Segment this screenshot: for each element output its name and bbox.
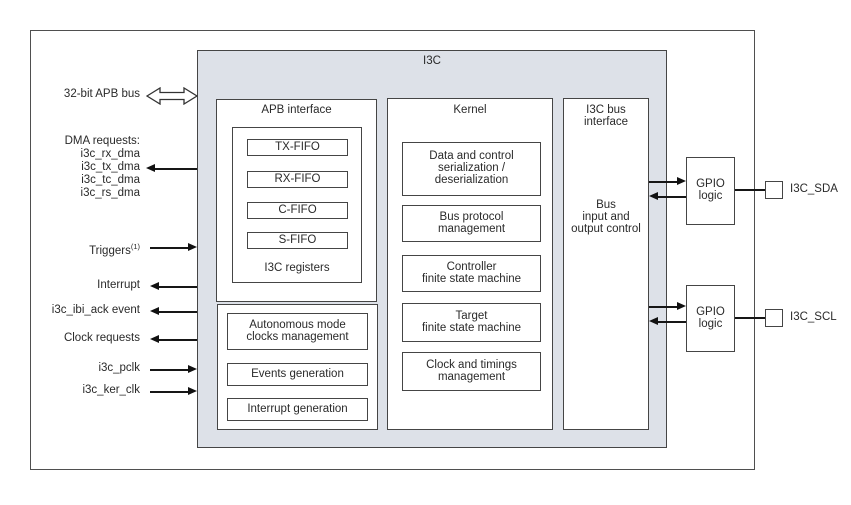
triggers-footnote: (1) bbox=[130, 242, 140, 251]
serialization-line2: serialization / bbox=[437, 162, 506, 175]
triggers-arrowhead-icon bbox=[188, 243, 197, 252]
pclk-label: i3c_pclk bbox=[98, 362, 140, 374]
c-fifo-box: C-FIFO bbox=[247, 202, 348, 219]
gpio-scl-pad-line bbox=[735, 317, 765, 319]
dma-item-rx: i3c_rx_dma bbox=[80, 148, 140, 160]
gpio-scl-line1: GPIO bbox=[696, 305, 725, 318]
ibi-ack-arrowhead-icon bbox=[150, 307, 159, 316]
clock-requests-arrowhead-icon bbox=[150, 335, 159, 344]
bus-interface-box bbox=[563, 98, 649, 430]
dma-item-tc: i3c_tc_dma bbox=[81, 174, 140, 186]
sda-pad-label: I3C_SDA bbox=[790, 183, 838, 195]
dma-requests-header: DMA requests: bbox=[64, 135, 140, 147]
interrupt-generation-box: Interrupt generation bbox=[227, 398, 368, 421]
ibi-ack-label: i3c_ibi_ack event bbox=[51, 304, 140, 316]
gpio-sda-line1: GPIO bbox=[696, 178, 725, 191]
sda-out-arrow-line bbox=[649, 181, 677, 183]
scl-out-arrow-line bbox=[649, 306, 677, 308]
dma-item-tx: i3c_tx_dma bbox=[81, 161, 140, 173]
sda-pad bbox=[765, 181, 783, 199]
apb-bus-label: 32-bit APB bus bbox=[63, 88, 140, 100]
interrupt-arrowhead-icon bbox=[150, 282, 159, 291]
interrupt-arrow-line bbox=[158, 286, 197, 288]
events-generation-box: Events generation bbox=[227, 363, 368, 386]
triggers-arrow-line bbox=[150, 246, 188, 250]
autonomous-clocks-line2: clocks management bbox=[246, 330, 349, 343]
bus-interface-body-line3: output control bbox=[571, 222, 641, 235]
ibi-ack-arrow-line bbox=[158, 311, 197, 313]
scl-pad-label: I3C_SCL bbox=[790, 311, 837, 323]
autonomous-clocks-line1: Autonomous mode bbox=[249, 318, 346, 331]
pclk-arrow-line bbox=[150, 369, 188, 371]
clock-timings-box: Clock and timings management bbox=[402, 352, 541, 391]
gpio-logic-sda-box: GPIO logic bbox=[686, 157, 735, 225]
target-fsm-line1: Target bbox=[455, 309, 488, 322]
bus-interface-title-line1: I3C bus bbox=[586, 104, 626, 116]
bus-protocol-box: Bus protocol management bbox=[402, 205, 541, 242]
triggers-label: Triggers(1) bbox=[30, 241, 140, 258]
c-fifo-label: C-FIFO bbox=[278, 203, 317, 216]
controller-fsm-box: Controller finite state machine bbox=[402, 255, 541, 292]
kerclk-label: i3c_ker_clk bbox=[82, 384, 140, 396]
serialization-line3: deserialization bbox=[434, 173, 509, 186]
bus-protocol-line1: Bus protocol bbox=[439, 210, 504, 223]
scl-out-arrowhead-icon bbox=[677, 302, 686, 311]
s-fifo-box: S-FIFO bbox=[247, 232, 348, 249]
apb-bus-double-arrow-icon bbox=[146, 87, 198, 105]
i3c-block-title: I3C bbox=[423, 55, 441, 67]
bus-protocol-line2: management bbox=[437, 222, 506, 235]
serialization-line1: Data and control bbox=[429, 150, 514, 163]
clock-requests-label: Clock requests bbox=[63, 332, 140, 344]
clock-requests-arrow-line bbox=[158, 339, 197, 341]
triggers-text: Triggers bbox=[89, 244, 131, 257]
clock-timings-line1: Clock and timings bbox=[426, 358, 517, 371]
rx-fifo-label: RX-FIFO bbox=[274, 172, 321, 185]
i3c-registers-label: I3C registers bbox=[264, 262, 330, 274]
serialization-box: Data and control serialization / deseria… bbox=[402, 142, 541, 196]
kerclk-arrow-line bbox=[150, 391, 188, 393]
controller-fsm-line2: finite state machine bbox=[421, 272, 522, 285]
gpio-scl-line2: logic bbox=[698, 317, 723, 330]
apb-interface-title: APB interface bbox=[261, 104, 332, 116]
dma-item-rs: i3c_rs_dma bbox=[80, 187, 140, 199]
bus-interface-body-line1: Bus bbox=[596, 199, 616, 211]
gpio-logic-scl-box: GPIO logic bbox=[686, 285, 735, 352]
events-generation-label: Events generation bbox=[251, 367, 344, 380]
kerclk-arrowhead-icon bbox=[188, 387, 197, 396]
bus-interface-title: I3C bus interface bbox=[563, 104, 649, 129]
bus-interface-body: Bus input and output control bbox=[563, 199, 649, 235]
scl-pad bbox=[765, 309, 783, 327]
s-fifo-label: S-FIFO bbox=[278, 233, 317, 246]
bus-interface-title-line2: interface bbox=[583, 115, 629, 128]
gpio-sda-line2: logic bbox=[698, 190, 723, 202]
controller-fsm-line1: Controller bbox=[446, 260, 497, 273]
sda-in-arrow-line bbox=[658, 196, 686, 198]
autonomous-clocks-box: Autonomous mode clocks management bbox=[227, 313, 368, 350]
sda-out-arrowhead-icon bbox=[677, 177, 686, 186]
dma-arrowhead-icon bbox=[146, 164, 155, 173]
scl-in-arrow-line bbox=[658, 321, 686, 323]
bus-interface-body-line2: input and bbox=[582, 210, 630, 223]
dma-arrow-line bbox=[154, 168, 197, 170]
scl-in-arrowhead-icon bbox=[649, 317, 658, 326]
target-fsm-line2: finite state machine bbox=[421, 321, 522, 334]
rx-fifo-box: RX-FIFO bbox=[247, 171, 348, 188]
gpio-sda-pad-line bbox=[735, 189, 765, 191]
interrupt-label: Interrupt bbox=[97, 279, 140, 291]
pclk-arrowhead-icon bbox=[188, 365, 197, 374]
clock-timings-line2: management bbox=[437, 370, 506, 383]
target-fsm-box: Target finite state machine bbox=[402, 303, 541, 342]
interrupt-generation-label: Interrupt generation bbox=[247, 402, 348, 415]
tx-fifo-label: TX-FIFO bbox=[275, 140, 320, 153]
kernel-title: Kernel bbox=[453, 104, 487, 116]
sda-in-arrowhead-icon bbox=[649, 192, 658, 201]
tx-fifo-box: TX-FIFO bbox=[247, 139, 348, 156]
